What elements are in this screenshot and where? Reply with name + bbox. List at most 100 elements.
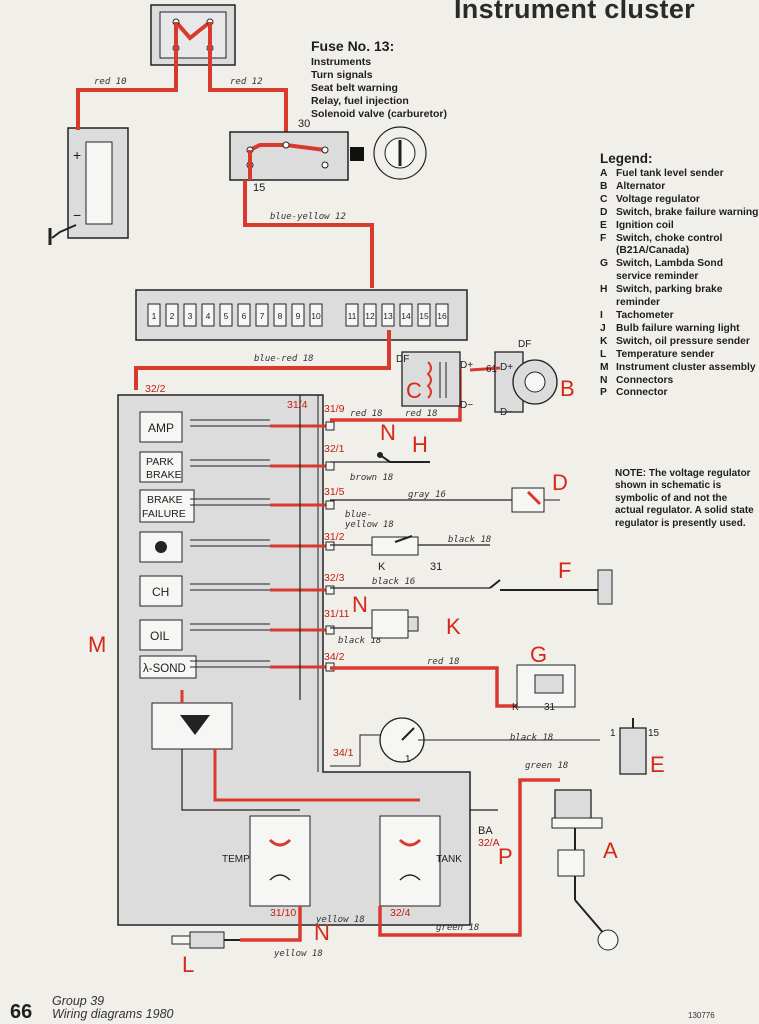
connector-31-10: 31/10 bbox=[270, 907, 296, 919]
fuse-slot bbox=[201, 303, 215, 327]
fuse-number: 1 bbox=[152, 311, 157, 321]
lambda-switch bbox=[516, 664, 576, 708]
fuse-slot bbox=[183, 303, 197, 327]
bulb-lead bbox=[190, 539, 270, 547]
connector-32-1: 32/1 bbox=[324, 443, 345, 455]
fuse-number: 13 bbox=[383, 311, 393, 321]
terminal-k: K bbox=[378, 561, 386, 573]
connector-32-2: 32/2 bbox=[145, 383, 166, 395]
legend-text: Switch, brake failure warning bbox=[616, 206, 759, 218]
connector-pin bbox=[325, 541, 335, 551]
terminal-dminus: D− bbox=[460, 400, 473, 411]
legend-text: Voltage regulator bbox=[616, 193, 700, 205]
legend-text: Switch, parking brake reminder bbox=[616, 284, 723, 309]
legend-key: G bbox=[600, 258, 609, 270]
fuse-slot bbox=[417, 303, 431, 327]
legend-key: J bbox=[600, 322, 606, 334]
terminal-ba: BA bbox=[478, 825, 493, 837]
parking-brake-switch bbox=[377, 452, 430, 463]
component-letter-c: C bbox=[406, 378, 422, 403]
component-letter-p: P bbox=[498, 844, 513, 869]
terminal-1-2: 1 bbox=[610, 728, 616, 739]
fuse-slot bbox=[345, 303, 359, 327]
terminal-31-2: 31 bbox=[544, 702, 556, 713]
wire-label: blue- bbox=[345, 510, 372, 520]
fuel-gauge bbox=[379, 815, 441, 907]
fuse-info: Fuse No. 13: Instruments Turn signals Se… bbox=[311, 38, 447, 121]
wire-label: black 18 bbox=[510, 733, 553, 743]
legend-key: K bbox=[600, 335, 608, 347]
fuse-number: 6 bbox=[242, 311, 247, 321]
legend-key: F bbox=[600, 232, 607, 244]
component-letter-e: E bbox=[650, 752, 665, 777]
lamp-oil-label: OIL bbox=[150, 629, 170, 643]
connector-pin bbox=[325, 421, 335, 431]
connector-31-5: 31/5 bbox=[324, 486, 345, 498]
component-letter-a: A bbox=[603, 838, 618, 863]
component-letter-f: F bbox=[558, 558, 571, 583]
fuse-number: 7 bbox=[260, 311, 265, 321]
fuse-number: 5 bbox=[224, 311, 229, 321]
connector-31-2: 31/2 bbox=[324, 531, 345, 543]
terminal-61: 61 bbox=[486, 364, 498, 375]
wire-label: red 18 bbox=[405, 409, 438, 419]
wire-label: blue-red 18 bbox=[254, 354, 314, 364]
lamp-brake-label: BRAKE bbox=[147, 494, 183, 506]
fuse-number: 10 bbox=[311, 311, 321, 321]
legend-key: A bbox=[600, 168, 608, 179]
ignition-coil bbox=[619, 718, 647, 775]
ignition-switch bbox=[229, 126, 427, 181]
bulb-lead bbox=[190, 459, 270, 467]
connector-34-2: 34/2 bbox=[324, 651, 345, 663]
bulb-lead bbox=[190, 583, 270, 591]
fuel-tank-sender bbox=[551, 789, 619, 951]
fuse-slot bbox=[435, 303, 449, 327]
temp-gauge bbox=[249, 815, 311, 907]
lamp-park-label: PARK bbox=[146, 456, 174, 468]
fuse-slot bbox=[237, 303, 251, 327]
legend-text: Switch, choke control (B21A/Canada) bbox=[616, 232, 723, 257]
connector-32-3: 32/3 bbox=[324, 572, 345, 584]
terminal-dplus-2: D+ bbox=[500, 362, 513, 373]
legend-item: F Switch, choke control (B21A/Canada) bbox=[600, 233, 759, 259]
connector-31-11: 31/11 bbox=[324, 608, 350, 620]
lamp-brake-label-2: FAILURE bbox=[142, 508, 186, 520]
battery: + − bbox=[48, 127, 129, 245]
legend-text: Switch, oil pressure sender bbox=[616, 335, 750, 347]
page-title: Instrument cluster bbox=[454, 0, 695, 24]
legend-text: Alternator bbox=[616, 180, 666, 192]
component-letter-h: H bbox=[412, 432, 428, 457]
legend-key: B bbox=[600, 180, 608, 192]
bulb-failure-module bbox=[151, 690, 420, 811]
page-number: 66 bbox=[10, 1001, 33, 1023]
temp-gauge-label: TEMP bbox=[222, 854, 250, 865]
fuse-number: 15 bbox=[419, 311, 429, 321]
voltage-regulator bbox=[401, 351, 461, 407]
fuse-item: Relay, fuel injection bbox=[311, 95, 409, 107]
component-letter-g: G bbox=[530, 642, 547, 667]
component-letter-m: M bbox=[88, 632, 106, 657]
terminal-df: DF bbox=[396, 354, 409, 365]
bulb-lead bbox=[190, 498, 270, 506]
legend-title: Legend: bbox=[600, 151, 653, 166]
legend-key: L bbox=[600, 348, 607, 360]
lamp-amp-label: AMP bbox=[148, 421, 174, 435]
wire-label: black 16 bbox=[372, 577, 415, 587]
tachometer bbox=[330, 717, 600, 767]
connector-32-a: 32/A bbox=[478, 837, 500, 849]
wire-label: yellow 18 bbox=[344, 520, 394, 530]
legend-key: M bbox=[600, 361, 609, 373]
legend-text: Connectors bbox=[616, 374, 674, 386]
fuse-item: Solenoid valve (carburetor) bbox=[311, 108, 447, 120]
bulb-row bbox=[190, 419, 335, 672]
doc-code: 130776 bbox=[688, 1011, 715, 1020]
